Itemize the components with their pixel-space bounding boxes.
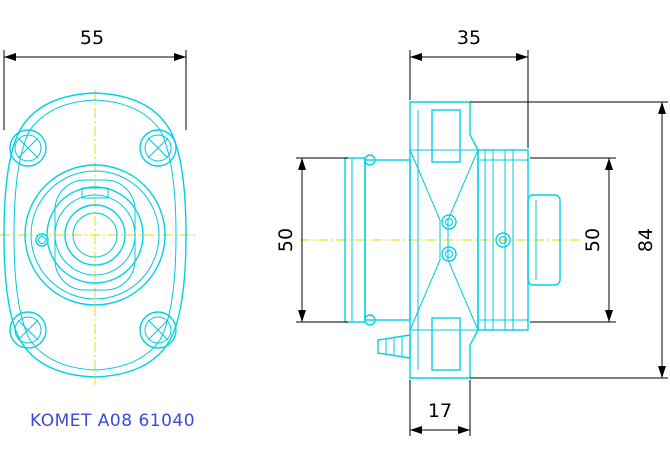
dim-55-label: 55 (80, 27, 104, 49)
body-pocket-top (431, 109, 461, 163)
bolt-hole-bottom-right (139, 311, 177, 349)
bolt-hole-top-left (9, 129, 47, 167)
hub-ring (46, 186, 144, 284)
hub-inner-ring (54, 194, 136, 276)
flange-outline (3, 92, 187, 378)
dim-17-label: 17 (428, 400, 452, 422)
front-nose (527, 194, 561, 286)
drawing-caption: KOMET A08 61040 (30, 411, 195, 431)
front-view: 55 (0, 27, 195, 385)
dim-35-label: 35 (457, 27, 481, 49)
port-bottom (441, 246, 457, 262)
dim-50-right-label: 50 (582, 228, 604, 252)
bolt-hole-bottom-left (9, 311, 47, 349)
boss-second-ring (30, 170, 160, 300)
coolant-port (35, 233, 49, 247)
boss-outer-ring (24, 164, 166, 306)
dim-84-label: 84 (635, 228, 657, 252)
adjust-screw (377, 334, 411, 359)
bore-ring (64, 204, 126, 266)
flange-inner-outline (13, 99, 177, 371)
bore (72, 212, 118, 258)
port-top (441, 214, 457, 230)
port-right (495, 232, 511, 248)
body-pocket-bottom (431, 317, 461, 371)
dim-50-left-label: 50 (275, 228, 297, 252)
bolt-hole-top-right (139, 129, 177, 167)
side-view: 35 50 50 84 17 (275, 27, 668, 436)
key-slot (81, 187, 109, 199)
